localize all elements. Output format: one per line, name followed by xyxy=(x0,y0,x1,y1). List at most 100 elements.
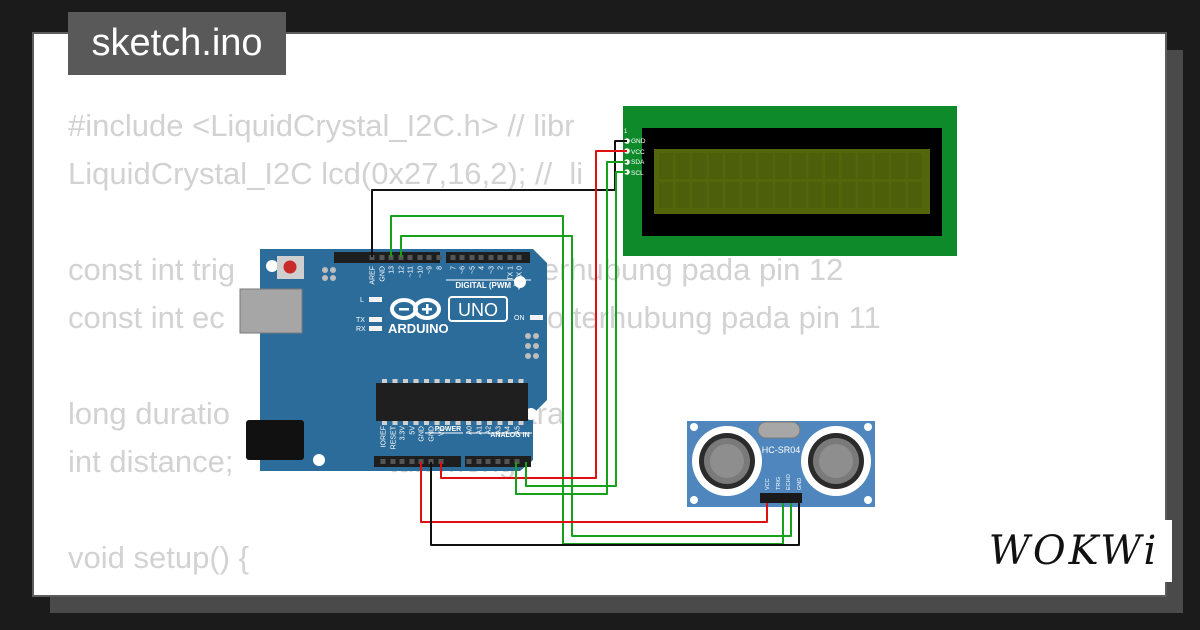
header-pin-hole[interactable] xyxy=(369,255,375,260)
power-analog-pin-label: Vin xyxy=(439,426,446,436)
digital-pin-label: ~11 xyxy=(408,266,415,277)
lcd-pin-one-label: 1 xyxy=(624,129,628,135)
header-pin-hole[interactable] xyxy=(485,459,491,464)
lcd-cell xyxy=(874,153,889,179)
digital-pin-label: 12 xyxy=(399,266,406,274)
header-pin-hole[interactable] xyxy=(398,255,404,260)
header-pin-hole[interactable] xyxy=(450,255,456,260)
header-pin-hole[interactable] xyxy=(417,255,423,260)
icsp-header-top xyxy=(322,267,336,281)
wire-a5-scl[interactable] xyxy=(525,171,627,487)
lcd-cell xyxy=(775,153,790,179)
lcd-cell xyxy=(825,153,839,179)
header-pin-hole[interactable] xyxy=(478,255,484,260)
digital-pin-label: ~6 xyxy=(460,266,467,274)
reset-button[interactable] xyxy=(283,260,297,274)
sensor-pin-label: TRIG xyxy=(776,477,782,490)
wire-5v-lcd[interactable] xyxy=(440,150,627,479)
power-analog-pin-label: GND xyxy=(419,426,426,442)
usb-connector xyxy=(239,288,303,334)
header-pin-hole[interactable] xyxy=(507,255,513,260)
mounting-hole xyxy=(864,423,872,431)
lcd-cell xyxy=(659,153,673,179)
header-pin-hole[interactable] xyxy=(380,459,386,464)
header-pin-hole[interactable] xyxy=(379,255,385,260)
header-pin-hole[interactable] xyxy=(388,255,394,260)
digital-pin-holes xyxy=(369,255,522,260)
header-pin-hole[interactable] xyxy=(409,459,415,464)
sensor-pin-label: VCC xyxy=(765,478,771,490)
sensor-pin-label: ECHO xyxy=(786,473,792,490)
power-analog-pin-label: A1 xyxy=(477,426,484,435)
atmega-chip xyxy=(376,383,528,421)
power-label: POWER xyxy=(435,426,461,433)
digital-pin-label: ~3 xyxy=(489,266,496,274)
header-pin-hole[interactable] xyxy=(418,459,424,464)
header-pin-hole[interactable] xyxy=(459,255,465,260)
led-tx xyxy=(369,317,382,322)
header-pin-hole[interactable] xyxy=(514,459,520,464)
header-pin-hole[interactable] xyxy=(476,459,482,464)
chip-leg xyxy=(403,421,408,425)
header-pin-hole[interactable] xyxy=(516,255,522,260)
power-header xyxy=(374,456,461,467)
led-on-label: ON xyxy=(514,315,525,322)
arduino-infinity-logo xyxy=(390,298,441,320)
lcd-cell xyxy=(692,153,707,179)
mounting-hole xyxy=(690,423,698,431)
lcd-display[interactable]: 1 GND VCC SDA SCL xyxy=(623,106,957,256)
header-pin-hole[interactable] xyxy=(438,459,444,464)
digital-pin-label: 2 xyxy=(498,266,505,270)
lcd-cell xyxy=(775,182,790,208)
preview-card xyxy=(32,32,1167,597)
lcd-cell xyxy=(725,153,740,179)
header-pin-hole[interactable] xyxy=(399,459,405,464)
power-jack xyxy=(246,420,304,460)
lcd-cell xyxy=(891,182,906,208)
sensor-pin-label: GND xyxy=(797,478,803,490)
lcd-cell xyxy=(841,182,856,208)
digital-pin-label: ~9 xyxy=(427,266,434,274)
chip-leg xyxy=(424,421,429,425)
lcd-pin-label-sda: SDA xyxy=(631,159,645,166)
wire-gnd-lcd[interactable] xyxy=(371,140,627,257)
header-pin-hole[interactable] xyxy=(407,255,413,260)
digital-pin-label: TX 1 xyxy=(508,266,515,281)
power-analog-pin-label: A4 xyxy=(505,426,512,435)
chip-leg xyxy=(518,379,524,383)
power-analog-pin-label: A0 xyxy=(467,426,474,435)
header-pin-hole[interactable] xyxy=(469,255,475,260)
power-analog-pin-label: A3 xyxy=(496,426,503,435)
header-pin-hole[interactable] xyxy=(466,459,472,464)
wire-gnd-sensor[interactable] xyxy=(430,462,800,546)
lcd-cell xyxy=(675,182,690,208)
power-analog-pin-label: A5 xyxy=(515,426,522,435)
header-pin-hole[interactable] xyxy=(488,255,494,260)
header-pin-hole[interactable] xyxy=(390,459,396,464)
wire-pin11-echo[interactable] xyxy=(400,235,792,537)
header-pin-hole[interactable] xyxy=(436,255,442,260)
file-tab-sketch[interactable]: sketch.ino xyxy=(68,12,286,75)
digital-pin-label: 8 xyxy=(437,266,444,270)
chip-leg xyxy=(445,421,450,425)
uno-badge xyxy=(448,296,508,322)
lcd-cell xyxy=(808,153,823,179)
sensor-pin-header xyxy=(760,493,802,503)
header-pin-hole[interactable] xyxy=(428,459,434,464)
code-line: // ... xyxy=(68,582,1158,592)
lcd-cell xyxy=(858,182,873,208)
header-pin-hole[interactable] xyxy=(495,459,501,464)
led-tx-label: TX xyxy=(356,317,365,324)
lcd-cell xyxy=(742,182,756,208)
header-pin-hole[interactable] xyxy=(504,459,510,464)
header-pin-hole[interactable] xyxy=(426,255,432,260)
wire-a4-sda[interactable] xyxy=(515,161,627,495)
transducer-left xyxy=(692,426,762,496)
wire-pin12-trig[interactable] xyxy=(390,215,784,545)
header-pin-hole[interactable] xyxy=(497,255,503,260)
wire-5v-sensor-vcc[interactable] xyxy=(420,462,768,523)
lcd-cell xyxy=(891,153,906,179)
